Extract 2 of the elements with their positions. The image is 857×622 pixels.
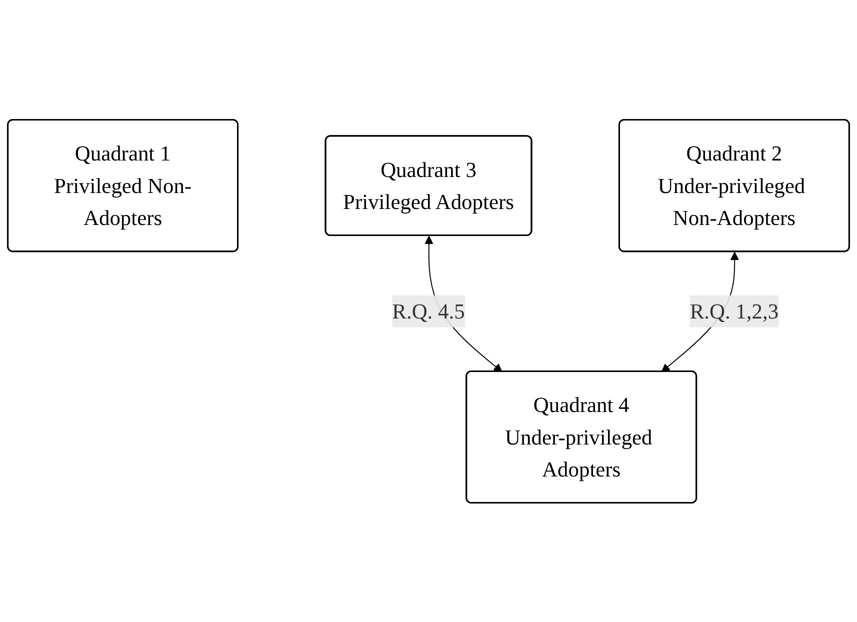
edge-label: R.Q. 4.5 (392, 298, 465, 324)
edge-label: R.Q. 1,2,3 (690, 298, 779, 324)
